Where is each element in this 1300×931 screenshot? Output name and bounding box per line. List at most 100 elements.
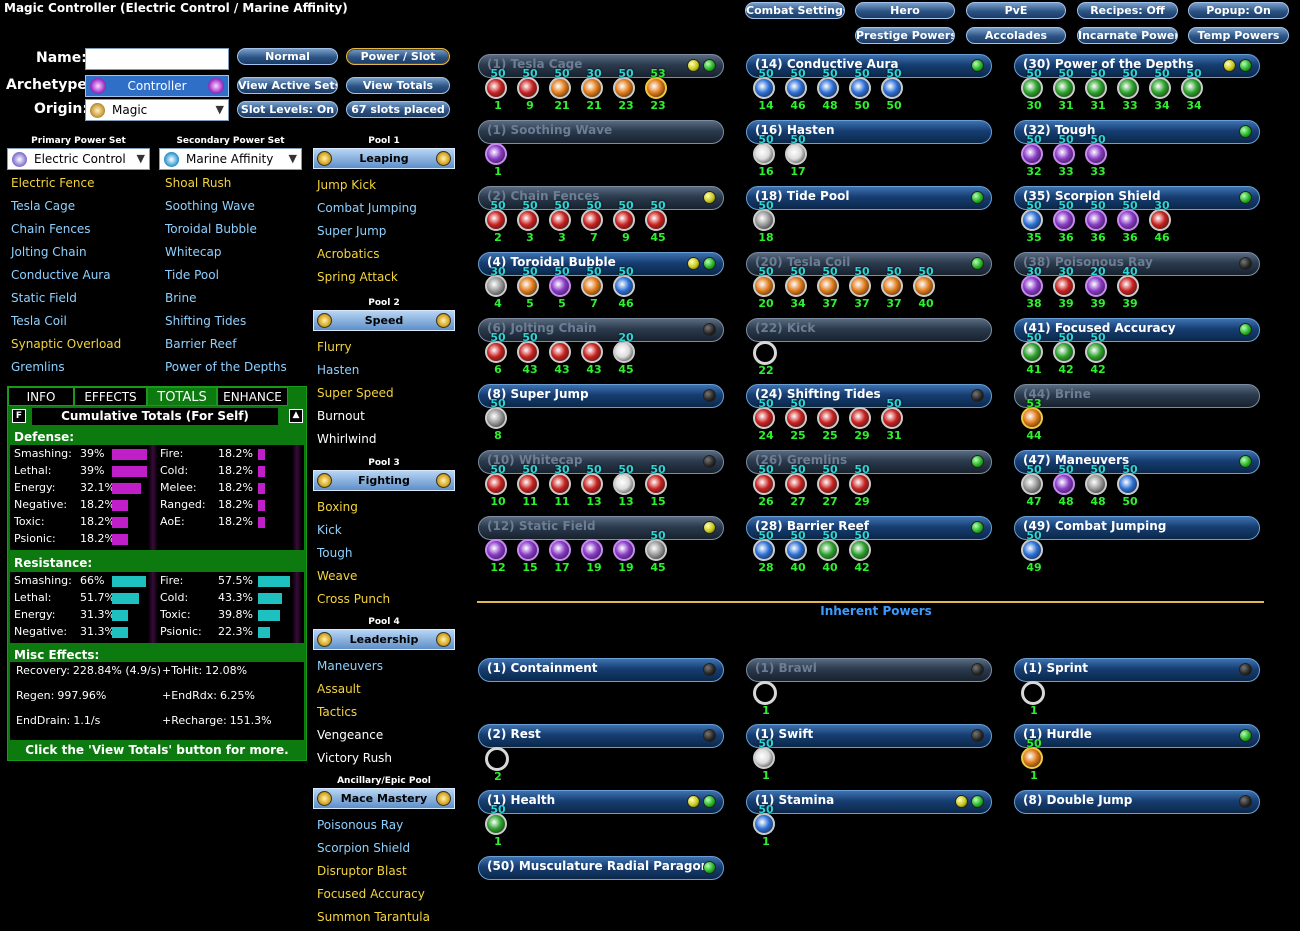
power-slot-bar[interactable] <box>746 186 992 210</box>
indicator-dot-icon[interactable] <box>1239 729 1252 742</box>
empty-slot-icon[interactable]: 1 <box>753 681 777 717</box>
pool-power-item[interactable]: Maneuvers <box>317 659 383 673</box>
power-list-item[interactable]: Tesla Coil <box>11 314 67 328</box>
power-list-item[interactable]: Static Field <box>11 291 77 305</box>
pool-power-item[interactable]: Vengeance <box>317 728 384 742</box>
pool-power-item[interactable]: Acrobatics <box>317 247 380 261</box>
power-list-item[interactable]: Whitecap <box>165 245 222 259</box>
power-slot-bar[interactable] <box>1014 186 1260 210</box>
power-slot-bar[interactable] <box>478 790 724 814</box>
indicator-dot-icon[interactable] <box>1239 125 1252 138</box>
origin-select[interactable]: Magic ▼ <box>85 99 229 121</box>
normal-button[interactable]: Normal <box>237 48 338 65</box>
power-list-item[interactable]: Conductive Aura <box>11 268 111 282</box>
combat-settings-button[interactable]: Combat Settings <box>745 2 845 19</box>
indicator-dot-icon[interactable] <box>971 191 984 204</box>
pool-power-item[interactable]: Cross Punch <box>317 592 391 606</box>
pool-power-item[interactable]: Weave <box>317 569 358 583</box>
power-list-item[interactable]: Soothing Wave <box>165 199 255 213</box>
indicator-dot-icon[interactable] <box>703 257 716 270</box>
pool-power-item[interactable]: Hasten <box>317 363 360 377</box>
pool-select[interactable]: Leaping <box>313 148 455 169</box>
indicator-dot-icon[interactable] <box>1239 663 1252 676</box>
indicator-dot-icon[interactable] <box>971 59 984 72</box>
pool-select[interactable]: Leadership <box>313 629 455 650</box>
indicator-dot-icon[interactable] <box>1223 59 1236 72</box>
power-list-item[interactable]: Toroidal Bubble <box>165 222 257 236</box>
power-slot-bar[interactable] <box>746 384 992 408</box>
power-slot-bar[interactable] <box>746 724 992 748</box>
pool-power-item[interactable]: Boxing <box>317 500 358 514</box>
power-slot-bar[interactable] <box>478 54 724 78</box>
indicator-dot-icon[interactable] <box>703 729 716 742</box>
power-slot-bar[interactable] <box>1014 54 1260 78</box>
power-list-item[interactable]: Shifting Tides <box>165 314 247 328</box>
power-slot-bar[interactable] <box>746 54 992 78</box>
pool-power-item[interactable]: Summon Tarantula <box>317 910 430 924</box>
empty-slot-icon[interactable]: 2 <box>485 747 509 783</box>
power-list-item[interactable]: Tide Pool <box>165 268 219 282</box>
power-slot-bar[interactable] <box>478 516 724 540</box>
pool-power-item[interactable]: Focused Accuracy <box>317 887 425 901</box>
power-slot-bar[interactable] <box>478 658 724 682</box>
indicator-dot-icon[interactable] <box>687 795 700 808</box>
power-slot-bar[interactable] <box>746 450 992 474</box>
pool-power-item[interactable]: Jump Kick <box>317 178 377 192</box>
tab-info[interactable]: INFO <box>8 387 74 406</box>
indicator-dot-icon[interactable] <box>687 59 700 72</box>
pool-power-item[interactable]: Tactics <box>317 705 358 719</box>
hero-button[interactable]: Hero <box>855 2 955 19</box>
indicator-dot-icon[interactable] <box>703 59 716 72</box>
accolades-button[interactable]: Accolades <box>966 27 1066 44</box>
power-slot-bar[interactable] <box>478 856 724 880</box>
indicator-dot-icon[interactable] <box>971 729 984 742</box>
power-list-item[interactable]: Jolting Chain <box>11 245 87 259</box>
archetype-select[interactable]: Controller <box>85 75 229 97</box>
indicator-dot-icon[interactable] <box>703 323 716 336</box>
enhancement-icon[interactable]: 43 <box>581 341 603 376</box>
power-list-item[interactable]: Tesla Cage <box>11 199 76 213</box>
pool-power-item[interactable]: Poisonous Ray <box>317 818 404 832</box>
power-slot-bar[interactable] <box>478 450 724 474</box>
